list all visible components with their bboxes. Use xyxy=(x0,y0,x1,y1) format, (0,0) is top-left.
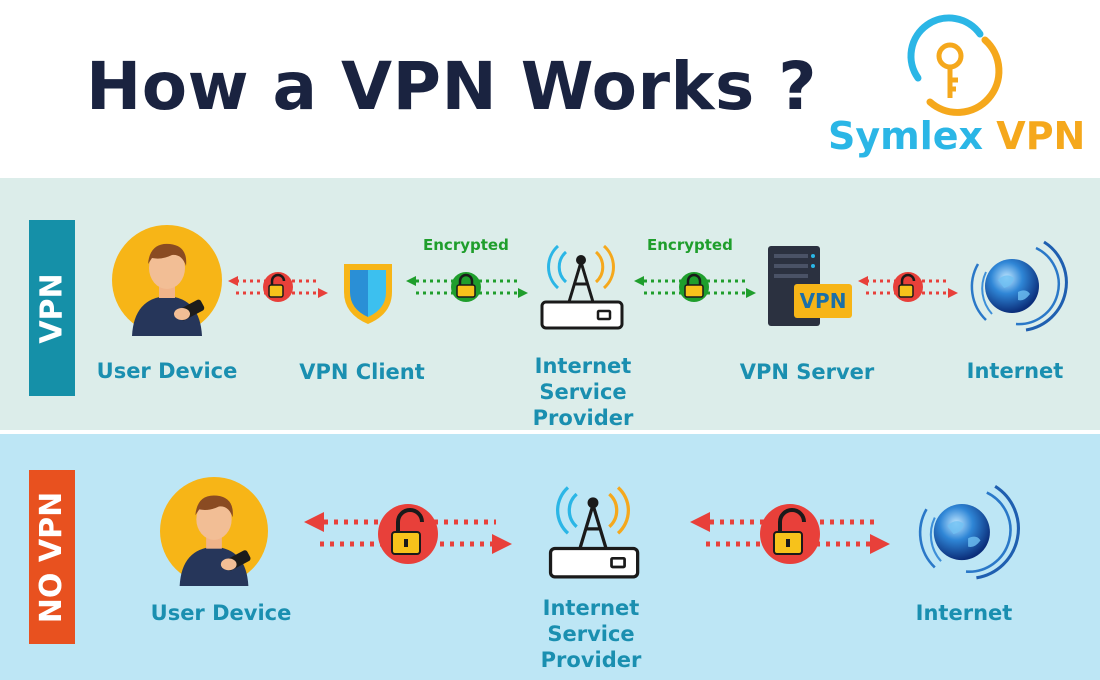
unencrypted-link-4 xyxy=(690,504,890,564)
page-title: How a VPN Works ? xyxy=(86,48,817,125)
vpn-node-label-isp: Internet Service Provider xyxy=(532,354,634,430)
isp-router-icon xyxy=(548,486,640,579)
vpn-tab: VPN xyxy=(29,220,75,396)
vpn-client-shield-icon xyxy=(344,264,392,324)
encrypted-label-2: Encrypted xyxy=(647,236,733,254)
vpn-panel: VPN Encrypted xyxy=(0,178,1100,430)
vpn-node-label-vpn-server: VPN Server xyxy=(739,360,875,384)
key-icon xyxy=(907,14,1003,116)
encrypted-label-1: Encrypted xyxy=(423,236,509,254)
novpn-node-label-user-device: User Device xyxy=(150,601,292,625)
isp-router-icon xyxy=(540,244,624,330)
vpn-node-label-user-device: User Device xyxy=(96,359,238,383)
unencrypted-link-1 xyxy=(228,272,328,302)
vpn-tab-label: VPN xyxy=(34,272,70,344)
logo-word-symlex: Symlex xyxy=(828,114,984,158)
internet-globe-icon xyxy=(970,240,1068,332)
vpn-server-icon: VPN xyxy=(768,246,852,326)
novpn-node-label-isp: Internet Service Provider xyxy=(540,596,642,672)
vpn-server-badge: VPN xyxy=(800,289,847,313)
unencrypted-link-3 xyxy=(304,504,512,564)
encrypted-link-1 xyxy=(406,272,528,302)
user-device-icon xyxy=(112,225,222,336)
logo-word-vpn: VPN xyxy=(996,114,1086,158)
novpn-tab: NO VPN xyxy=(29,470,75,644)
vpn-node-label-vpn-client: VPN Client xyxy=(299,360,425,384)
encrypted-link-2 xyxy=(634,272,756,302)
novpn-node-label-internet: Internet xyxy=(915,601,1013,625)
novpn-panel: NO VPN xyxy=(0,434,1100,680)
vpn-node-label-internet: Internet xyxy=(966,359,1064,383)
unencrypted-link-2 xyxy=(858,272,958,302)
novpn-tab-label: NO VPN xyxy=(34,491,70,623)
symlex-logo: Symlex VPN xyxy=(820,14,1090,168)
user-device-icon xyxy=(160,477,268,586)
internet-globe-icon xyxy=(918,485,1020,580)
